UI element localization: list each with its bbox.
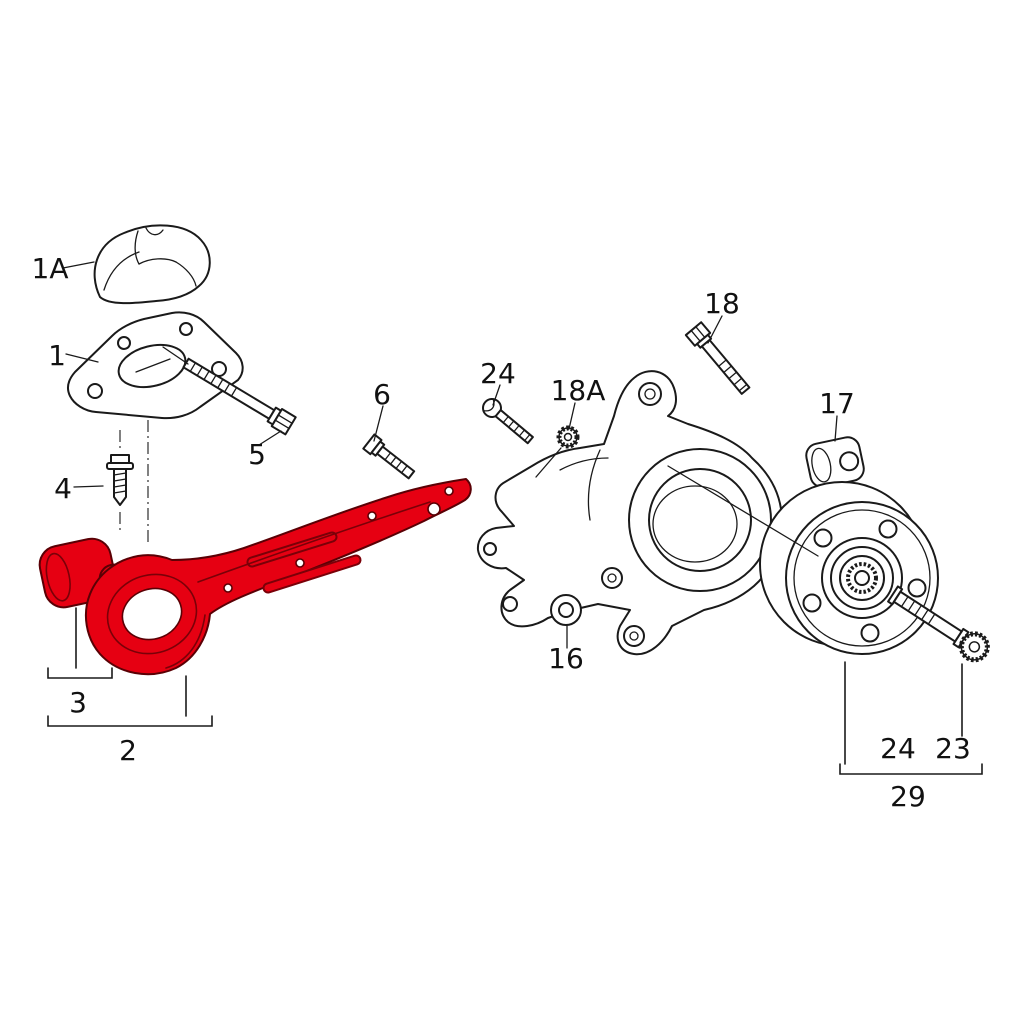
part-label-3: 3 <box>69 686 87 719</box>
part-1-bracket <box>66 311 244 420</box>
part-label-5: 5 <box>248 438 266 471</box>
part-label-17: 17 <box>819 387 855 420</box>
group-brackets <box>47 607 983 775</box>
part-4-screw <box>106 454 134 506</box>
part-label-6: 6 <box>373 378 391 411</box>
part-6-bolt <box>362 433 416 480</box>
part-5-bolt <box>182 357 297 436</box>
part-23-bolt <box>887 585 990 663</box>
part-label-29: 29 <box>890 780 926 813</box>
part-label-18: 18 <box>704 287 740 320</box>
axis-lines <box>119 420 149 543</box>
part-label-23: 23 <box>935 732 971 765</box>
part-wheel-hub <box>759 481 939 655</box>
bracket-29 <box>839 763 983 775</box>
part-label-18A: 18A <box>551 374 606 407</box>
part-label-1: 1 <box>48 339 66 372</box>
arm-eye-hole <box>121 587 183 641</box>
part-labels: 1A 1 5 4 32 6 24 18A 18 17 16 24 23 29 <box>32 252 971 813</box>
part-17-bushing <box>805 436 865 489</box>
part-label-24-left: 24 <box>480 357 516 390</box>
part-2-trailing-arm <box>84 478 472 676</box>
leader-lines <box>62 261 838 649</box>
part-1A-cover <box>93 224 211 305</box>
bracket-3 <box>47 667 113 679</box>
part-18A-lock-washer <box>556 425 580 449</box>
part-label-24-right: 24 <box>880 732 916 765</box>
part-wheel-bearing-housing <box>476 370 783 656</box>
part-18-bolt <box>684 321 751 395</box>
part-label-4: 4 <box>54 472 72 505</box>
part-label-1A: 1A <box>32 252 69 285</box>
part-label-2: 2 <box>119 734 137 767</box>
part-label-16: 16 <box>548 642 584 675</box>
part-24-screw-left <box>482 398 534 445</box>
bracket-2 <box>47 715 213 727</box>
part-16-bushing <box>550 594 582 626</box>
bearing-bore-inner <box>648 468 752 572</box>
